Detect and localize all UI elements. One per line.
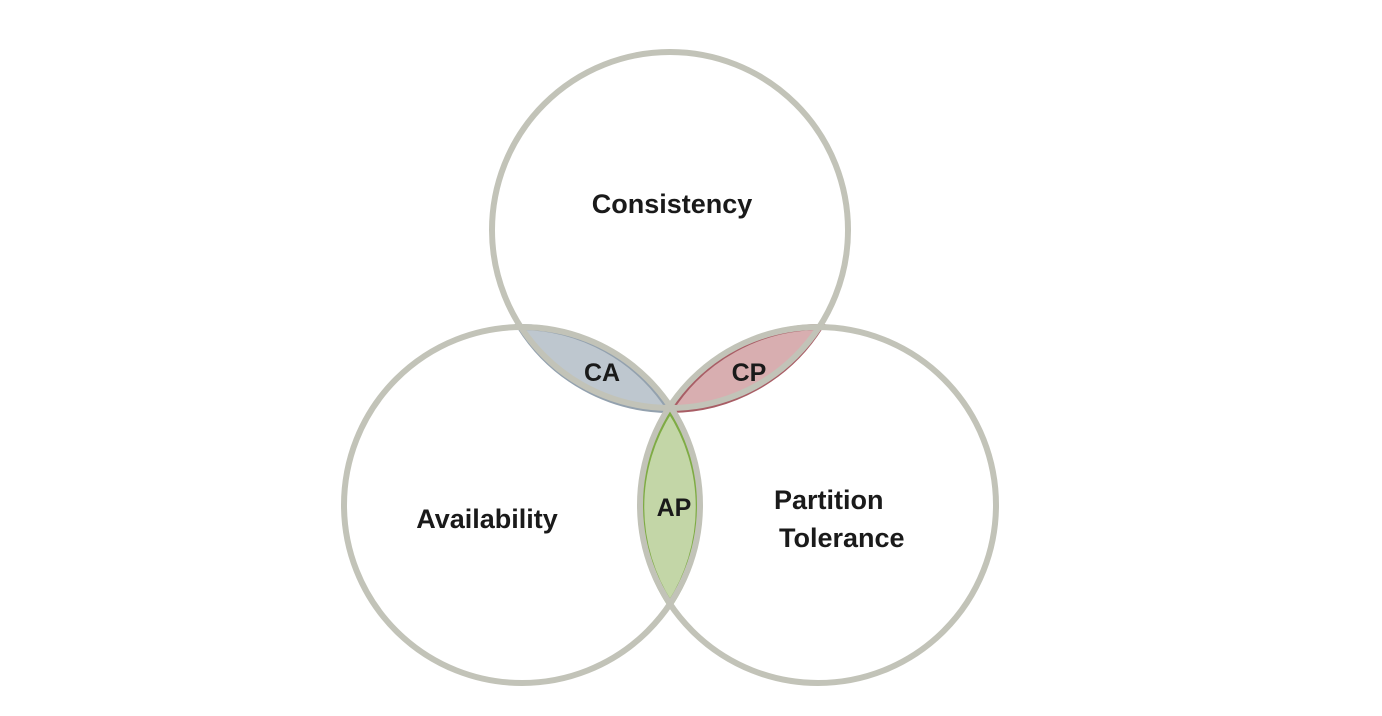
ap-label: AP: [657, 494, 692, 522]
cp-label: CP: [732, 359, 767, 387]
partition-tolerance-circle: [637, 324, 999, 686]
consistency-label: Consistency: [592, 189, 753, 219]
availability-label: Availability: [416, 504, 558, 534]
consistency-circle: [489, 49, 851, 411]
partition-label-line1: Partition: [774, 485, 884, 515]
ca-label: CA: [584, 359, 620, 387]
availability-circle: [341, 324, 703, 686]
tolerance-label-line2: Tolerance: [779, 523, 905, 553]
